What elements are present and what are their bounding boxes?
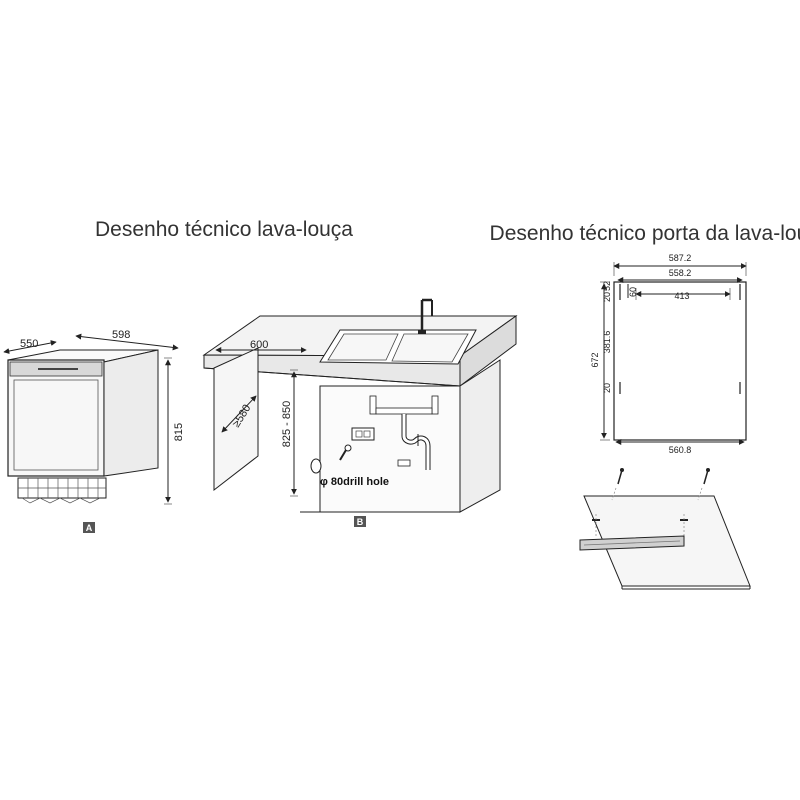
drain-pipe (369, 395, 439, 470)
drill-hole-label: φ 80drill hole (320, 476, 389, 488)
dim-door-outer-width-label: 587.2 (669, 253, 692, 263)
dim-bottom-offset-label: 20 (602, 383, 612, 393)
badge-b (354, 516, 366, 527)
figure-b-cabinet: 600 ≥580 825 - 850 φ 80drill hole B (202, 298, 518, 527)
dim-line-depth (3, 340, 57, 354)
dim-top-offset-2-label: 52 (602, 281, 612, 291)
dim-depth-label: 550 (20, 338, 38, 350)
badge-a-label: A (86, 523, 93, 533)
title-door-drawing: Desenho técnico porta da lava-louça (490, 222, 800, 245)
countertop-side (459, 315, 517, 387)
drill-hole (310, 458, 322, 474)
badge-a (83, 522, 95, 533)
dim-height-label: 815 (173, 423, 185, 441)
faucet (418, 298, 433, 334)
figure-a-dishwasher: 550 598 815 A (3, 329, 185, 533)
screw-right (697, 468, 710, 501)
badge-b-label: B (357, 517, 364, 527)
dim-handle-width-label: 413 (674, 291, 689, 301)
dishwasher-door (13, 379, 99, 471)
dim-width-label: 598 (112, 329, 130, 341)
dim-line-cabinet-depth (221, 395, 257, 433)
dishwasher-side (103, 349, 159, 477)
sink-basin-right (391, 333, 469, 363)
cabinet-back-wall (319, 385, 461, 513)
lower-basket (17, 477, 107, 504)
door-panel (613, 281, 747, 441)
door-isometric (579, 468, 751, 590)
dim-hole-spacing-label: 381.6 (602, 331, 612, 354)
screw-left (611, 468, 624, 501)
title-dishwasher-drawing: Desenho técnico lava-louça (95, 218, 353, 241)
dim-cabinet-width-label: 600 (250, 339, 268, 351)
sink-basin-left (327, 333, 399, 361)
dim-door-bottom-width-label: 560.8 (669, 445, 692, 455)
electrical-socket (351, 427, 375, 441)
dim-door-inner-width-label: 558.2 (669, 268, 692, 278)
dim-line-width (75, 333, 179, 351)
dim-door-height-label: 672 (590, 352, 600, 367)
door-elevation: 587.2 558.2 413 672 20 52 60 381.6 20 56… (590, 253, 747, 455)
dim-handle-drop-label: 60 (628, 287, 638, 297)
water-valve (339, 444, 352, 461)
dim-cabinet-height-label: 825 - 850 (281, 401, 293, 447)
cabinet-right-panel (459, 359, 501, 513)
dim-top-offset-1-label: 20 (602, 292, 612, 302)
dishwasher-front (7, 359, 105, 477)
